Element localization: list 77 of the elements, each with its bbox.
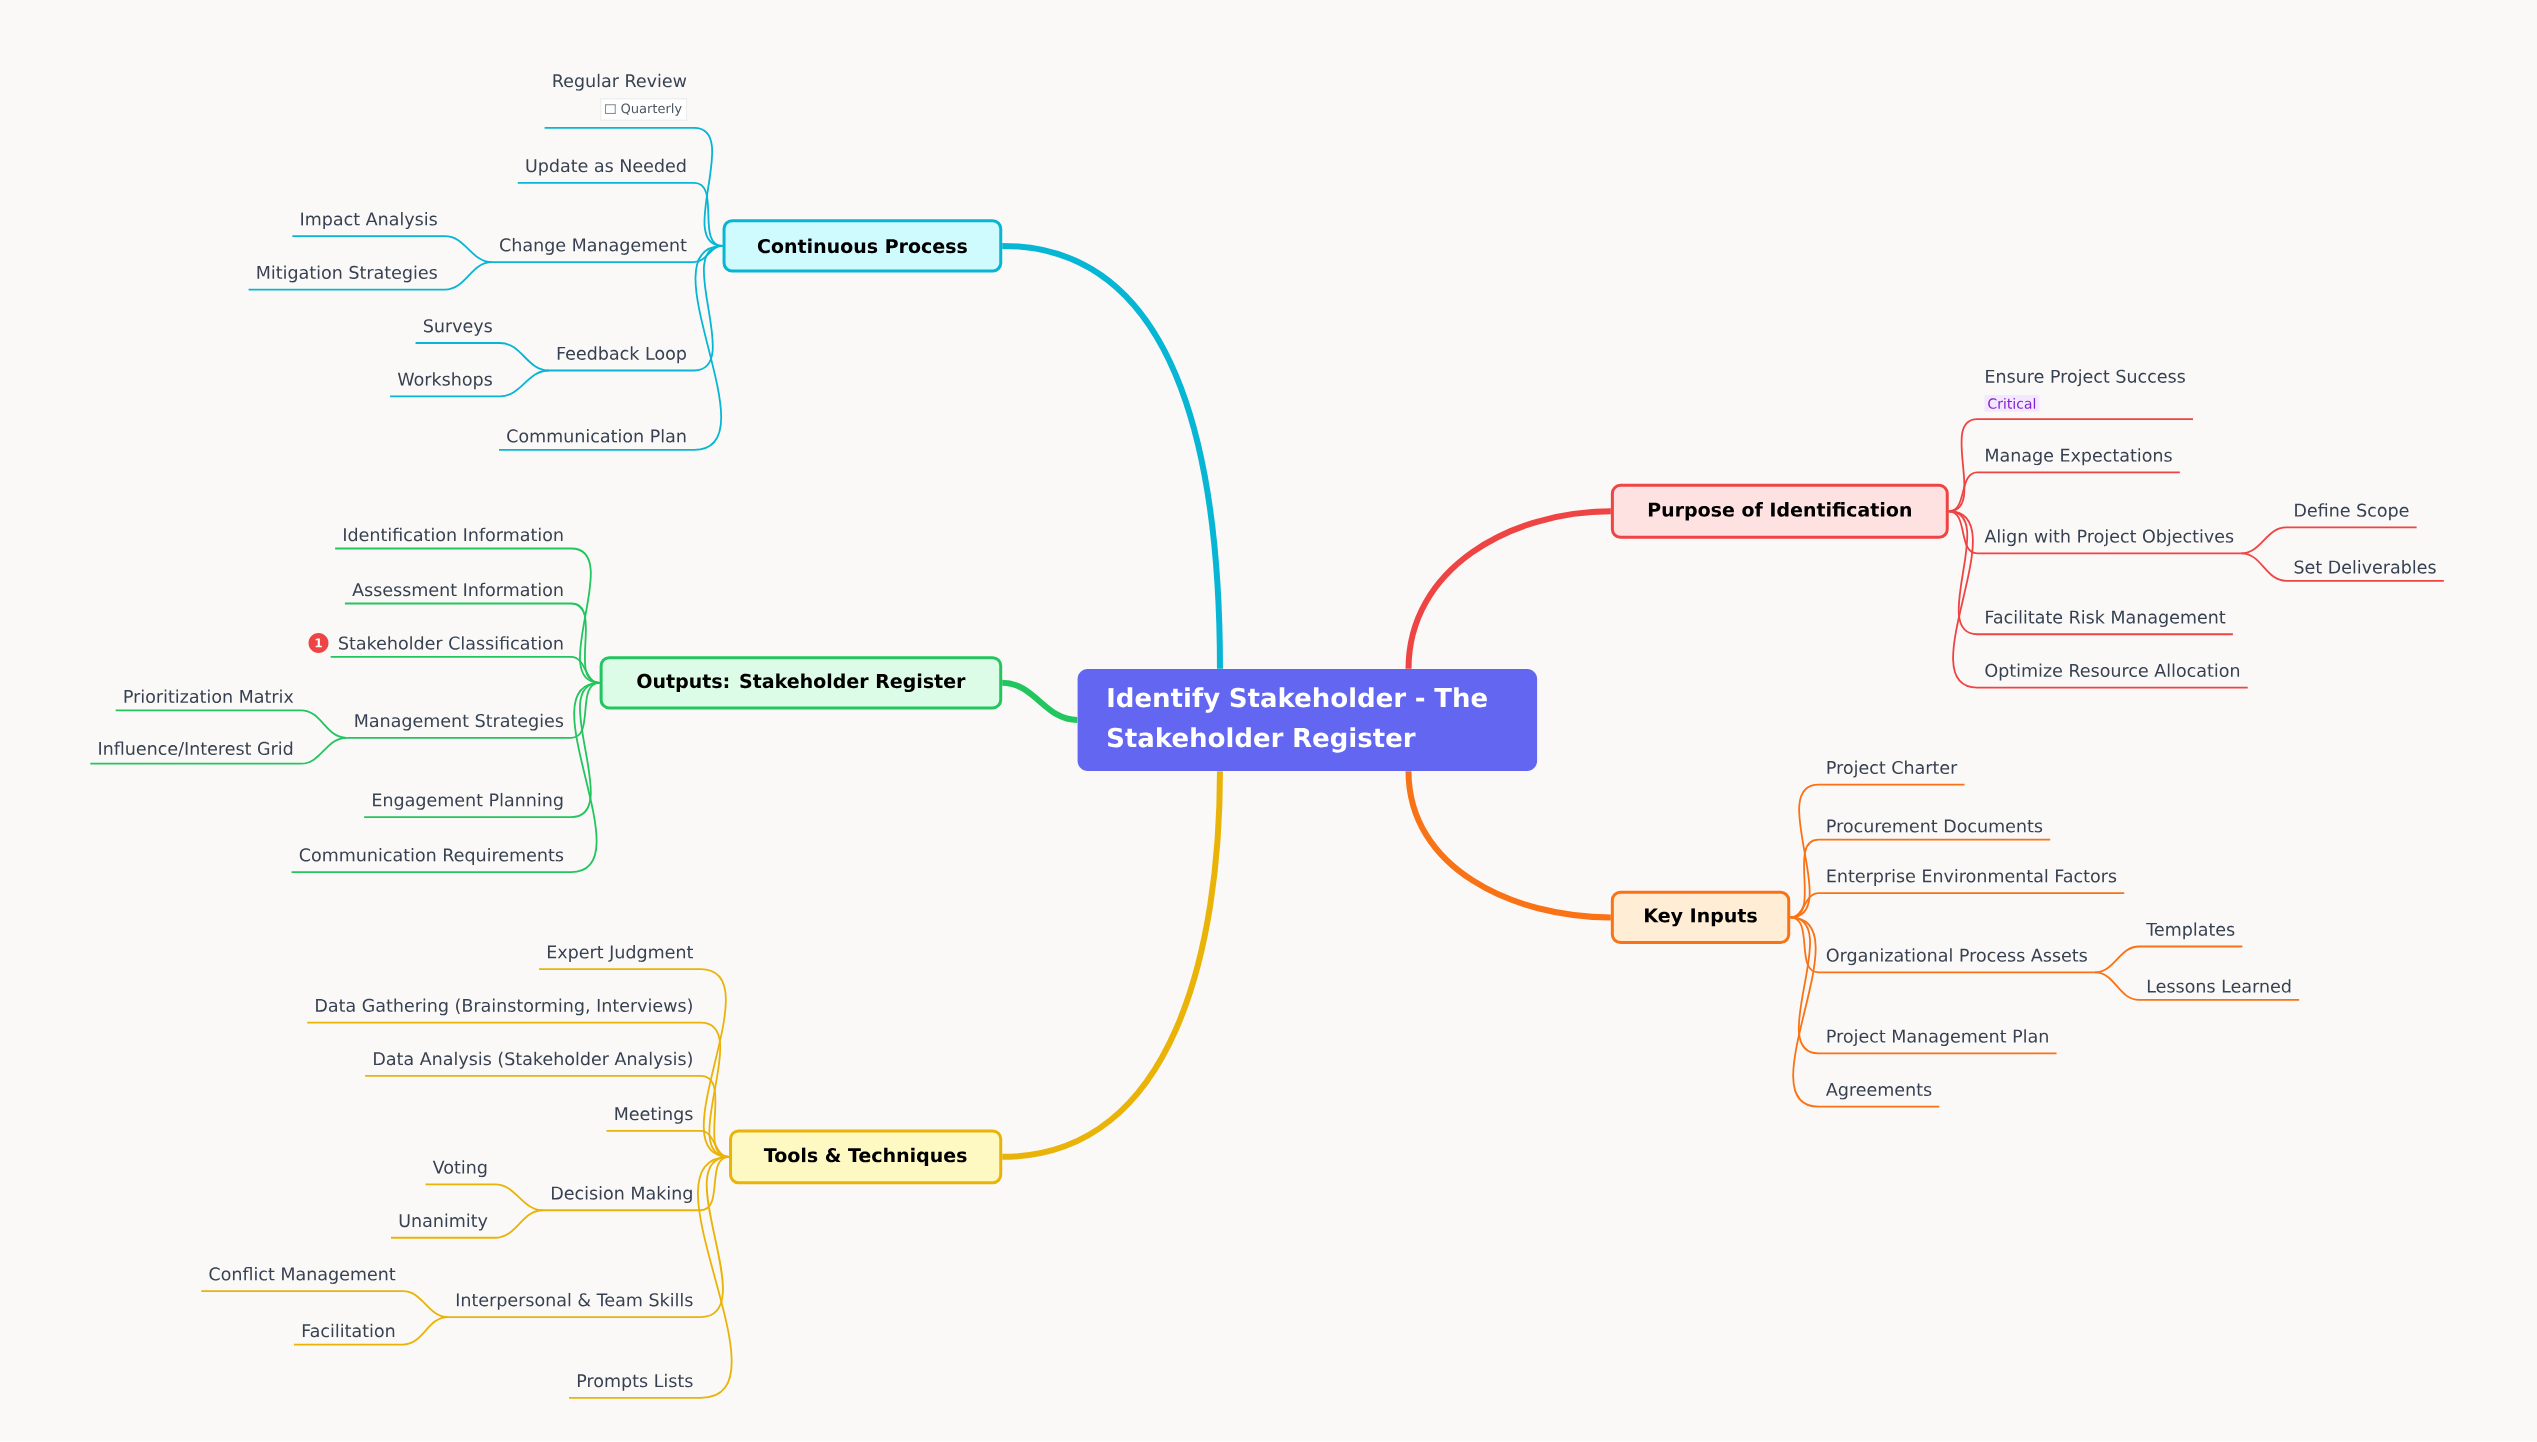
topic-label: Manage Expectations	[1986, 448, 2172, 466]
topic-label: Align with Project Objectives	[1984, 529, 2234, 547]
branch-box: Continuous Process	[722, 219, 1003, 273]
topic-label: Voting	[432, 1160, 487, 1178]
connector	[538, 968, 730, 1158]
topic-label: Templates	[2146, 922, 2235, 940]
topic-label: Project Charter	[1827, 760, 1958, 778]
connector	[1789, 916, 2096, 974]
topic-label: Data Gathering (Brainstorming, Interviews)	[316, 998, 692, 1016]
connector	[1789, 892, 2126, 919]
topic-label: Project Management Plan	[1827, 1029, 2048, 1047]
connector	[389, 369, 550, 398]
topic-label: Optimize Resource Allocation	[1985, 663, 2240, 681]
leaf-label: Ensure Project Success	[1986, 369, 2185, 387]
tag-badge: Critical	[1984, 395, 2040, 413]
topic-label: Meetings	[615, 1107, 693, 1124]
topic-label: Enterprise Environmental Factors	[1827, 869, 2117, 887]
connector	[293, 1316, 449, 1346]
connector	[414, 342, 550, 372]
topic-label: Agreements	[1826, 1083, 1932, 1100]
topic-label: Influence/Interest Grid	[99, 741, 293, 757]
topic-label: Lessons Learned	[2147, 979, 2291, 993]
topic-label: Conflict Management	[209, 1267, 396, 1285]
connector	[89, 737, 348, 765]
topic-label: Assessment Information	[352, 582, 563, 597]
branch-connector	[1001, 243, 1223, 670]
branch-box: Outputs: Stakeholder Register	[599, 656, 1003, 710]
topic-label: Update as Needed	[526, 158, 686, 176]
topic-label: Surveys	[423, 319, 492, 336]
topic-label: Prompts Lists	[577, 1374, 693, 1391]
branch-connector	[1405, 508, 1611, 670]
topic-label: Define Scope	[2295, 503, 2409, 521]
branch-box: Purpose of Identification	[1610, 484, 1949, 539]
topic-label: Set Deliverables	[2294, 560, 2436, 574]
calendar-badge: Quarterly	[600, 98, 688, 121]
topic-item	[553, 74, 688, 121]
connector	[568, 1156, 733, 1399]
connector	[290, 682, 601, 874]
topic-label: Expert Judgment	[548, 945, 693, 963]
number-badge: 1	[308, 633, 329, 654]
connector	[2240, 526, 2418, 555]
topic-label: Communication Requirements	[299, 848, 564, 866]
topic-label: Interpersonal & Team Skills	[456, 1293, 693, 1310]
connector	[2094, 971, 2300, 1001]
topic-label: Stakeholder Classification	[339, 636, 563, 650]
topic-label: Feedback Loop	[557, 346, 686, 364]
connector	[390, 1209, 544, 1239]
topic-label: Communication Plan	[507, 429, 686, 443]
branch-connector	[1405, 771, 1611, 921]
topic-label: Prioritization Matrix	[124, 689, 294, 704]
leaf-label: Regular Review	[553, 74, 687, 91]
topic-label: Identification Information	[344, 527, 563, 542]
connector	[498, 245, 724, 451]
connector	[2094, 945, 2244, 974]
branch-connector	[1001, 680, 1078, 724]
topic-label: Decision Making	[552, 1186, 692, 1204]
connector	[1947, 510, 2249, 689]
topic-label: Facilitate Risk Management	[1986, 610, 2226, 628]
topic-label: Unanimity	[399, 1213, 488, 1231]
topic-label: Management Strategies	[355, 713, 564, 731]
topic-label: Engagement Planning	[373, 793, 563, 811]
connector	[424, 1183, 544, 1212]
branch-box: Key Inputs	[1610, 891, 1791, 945]
topic-label: Change Management	[500, 238, 687, 256]
topic-label: Data Analysis (Stakeholder Analysis)	[374, 1052, 692, 1069]
central-topic-box: Identify Stakeholder - The Stakeholder Register	[1077, 669, 1538, 772]
topic-label: Impact Analysis	[301, 212, 437, 230]
connector	[247, 261, 493, 291]
branch-box: Tools & Techniques	[729, 1129, 1003, 1185]
topic-label: Mitigation Strategies	[257, 265, 437, 283]
topic-label: Workshops	[397, 372, 492, 390]
connector	[1789, 916, 1941, 1108]
topic-label: Facilitation	[302, 1324, 395, 1338]
topic-label: Procurement Documents	[1827, 819, 2043, 833]
branch-connector	[1001, 771, 1223, 1161]
connector	[2240, 552, 2445, 582]
topic-label: Organizational Process Assets	[1826, 948, 2087, 966]
